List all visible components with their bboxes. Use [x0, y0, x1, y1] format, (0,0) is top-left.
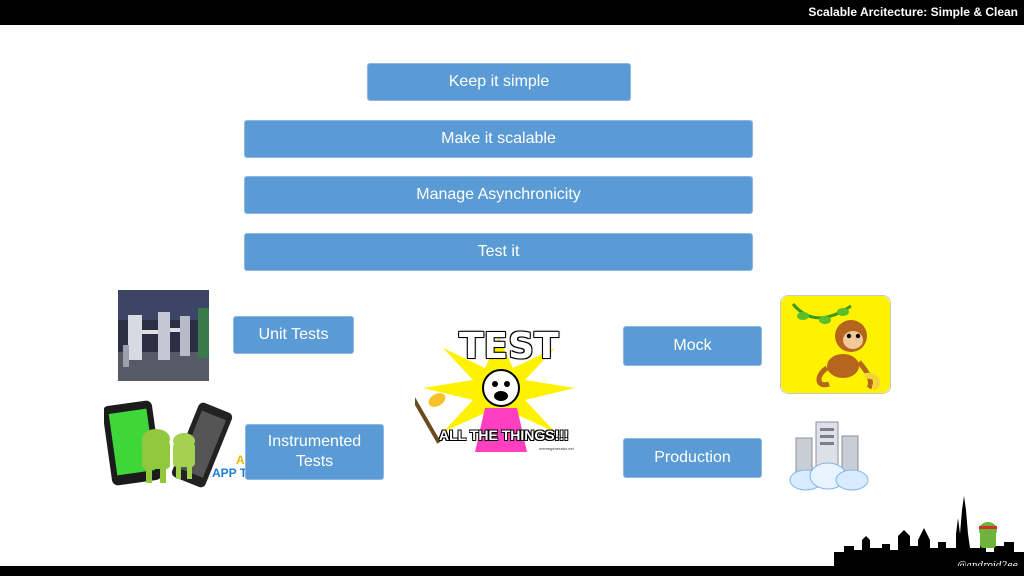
unit-tests-box: Unit Tests	[233, 316, 354, 354]
android-devices-image: A APP T	[104, 399, 299, 491]
monkey-icon	[780, 295, 891, 394]
turnstile-photo	[118, 290, 209, 381]
manage-asynchronicity-box: Manage Asynchronicity	[244, 176, 753, 214]
test-all-the-things-meme: TEST ALL THE THINGS!!! memegenerator.net	[415, 328, 583, 452]
production-box: Production	[623, 438, 762, 478]
mock-box: Mock	[623, 326, 762, 366]
bottom-bar	[0, 566, 1024, 576]
meme-watermark: memegenerator.net	[539, 446, 574, 451]
make-it-scalable-box: Make it scalable	[244, 120, 753, 158]
paris-skyline-logo	[834, 490, 1024, 566]
instrumented-tests-box: Instrumented Tests	[245, 424, 384, 480]
keep-it-simple-box: Keep it simple	[367, 63, 631, 101]
title-bar: Scalable Arcitecture: Simple & Clean	[0, 0, 1024, 25]
server-cloud-icon	[788, 420, 870, 492]
android-image-text-line2: APP T	[212, 466, 248, 480]
slide-title: Scalable Arcitecture: Simple & Clean	[808, 5, 1018, 19]
meme-top-text: TEST	[459, 328, 559, 367]
test-it-box: Test it	[244, 233, 753, 271]
meme-bottom-text: ALL THE THINGS!!!	[439, 427, 569, 443]
android-image-text-line1: A	[236, 453, 245, 467]
